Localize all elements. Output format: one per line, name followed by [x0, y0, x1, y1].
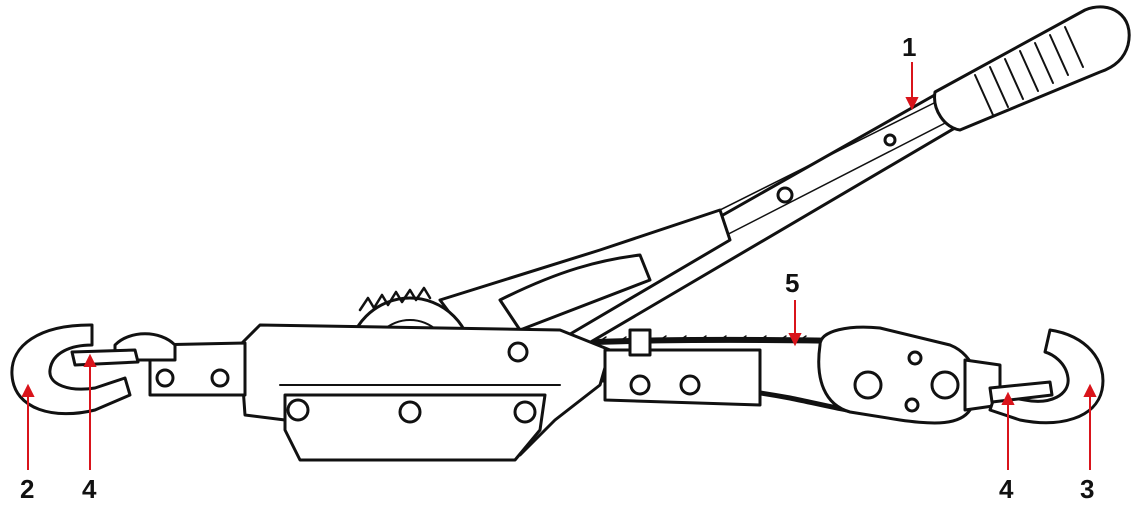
pulley-hole-1 — [853, 370, 883, 400]
ratchet-teeth — [358, 286, 432, 312]
pulley-hole-2 — [930, 370, 960, 400]
leader-5-arrow — [788, 333, 802, 347]
leader-3-arrow — [1083, 383, 1097, 397]
pulley-hole-4 — [904, 397, 920, 413]
handle-hole-2 — [776, 186, 794, 204]
right-hook — [988, 328, 1105, 425]
frame-bolt-4 — [507, 341, 529, 363]
right-yoke-post — [628, 328, 652, 357]
pulley-hole-3 — [907, 350, 923, 366]
right-yoke-bolt-2 — [679, 374, 701, 396]
left-hook — [10, 323, 132, 416]
left-link-bolt-2 — [210, 368, 230, 388]
frame-bolt-3 — [513, 400, 537, 424]
leader-4-left-arrow — [83, 353, 97, 367]
leader-2-arrow — [21, 383, 35, 397]
handle-grip-ribs — [974, 26, 1084, 116]
left-link-bolt-1 — [155, 368, 175, 388]
callout-right-hook: 3 — [1080, 474, 1095, 504]
callout-right-latch: 4 — [999, 474, 1014, 504]
frame-lower-plate — [283, 393, 547, 462]
leader-1-arrow — [905, 97, 919, 111]
right-yoke-bolt-1 — [629, 374, 651, 396]
frame-bolt-1 — [286, 398, 310, 422]
handle-grip — [933, 5, 1131, 132]
handle-hole-1 — [883, 133, 897, 147]
callout-left-latch: 4 — [82, 474, 97, 504]
left-hook-latch — [70, 348, 140, 367]
callout-cable: 5 — [785, 268, 800, 298]
callout-left-hook: 2 — [20, 474, 35, 504]
callout-handle: 1 — [902, 32, 917, 62]
frame-bolt-2 — [398, 400, 422, 424]
leader-4-right-arrow — [1001, 391, 1015, 405]
pawl-arm — [498, 253, 652, 332]
right-yoke — [603, 348, 762, 407]
